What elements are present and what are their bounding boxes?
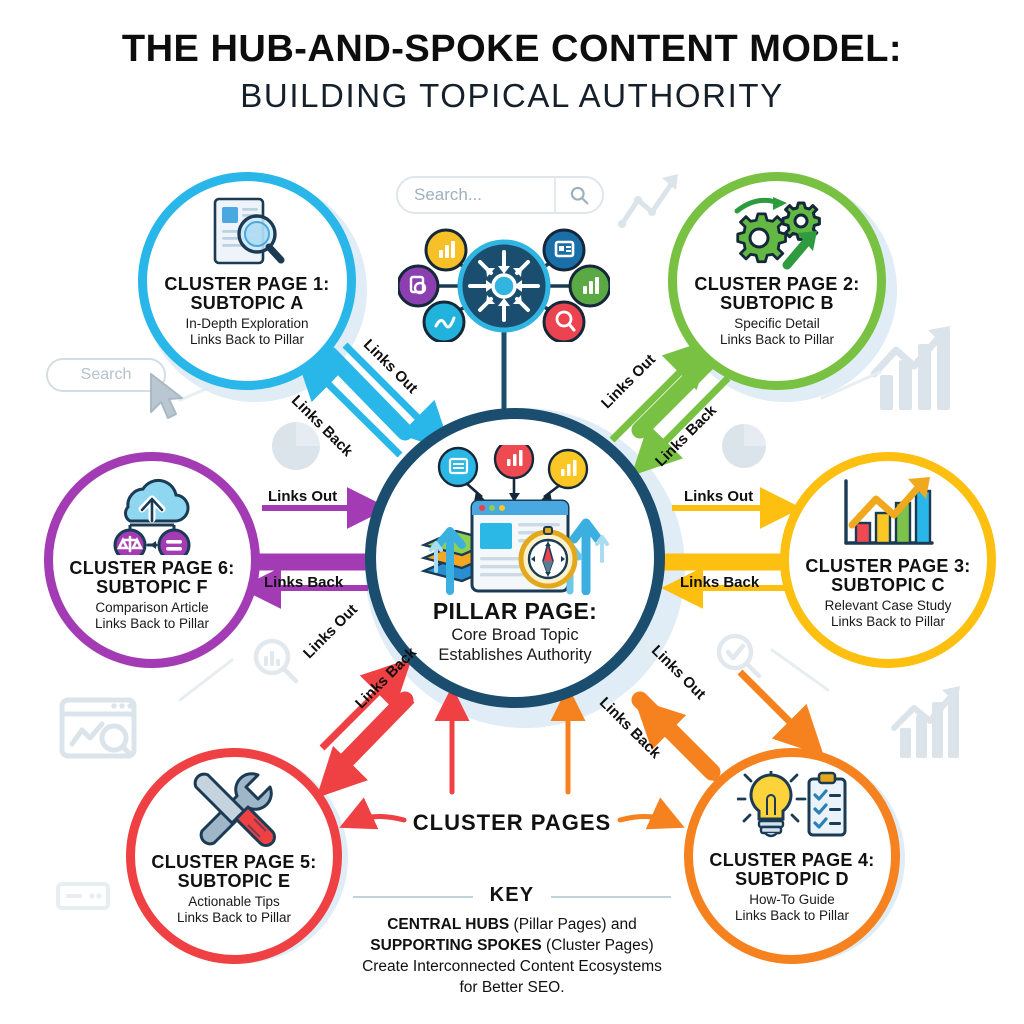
cluster-4-sub-2: Links Back to Pillar (734, 907, 850, 923)
key-text-1: (Pillar Pages) and (509, 916, 637, 933)
hub-network-node (398, 228, 610, 342)
cluster-4-sub-1: How-To Guide (749, 891, 835, 907)
cluster-5-sub-1: Actionable Tips (188, 893, 280, 909)
key-divider-right (550, 895, 671, 898)
key-line-4: for Better SEO. (459, 978, 565, 996)
cluster-page-3-node[interactable]: CLUSTER PAGE 3: SUBTOPIC C Relevant Case… (780, 452, 996, 668)
cluster-3-title-line-1: CLUSTER PAGE 3: (805, 556, 971, 576)
key-line-2: SUPPORTING SPOKES (Cluster Pages) (0, 936, 1024, 957)
satellite-doc-purple (398, 264, 440, 308)
key-divider-left (353, 895, 474, 898)
cluster-1-title-line-1: CLUSTER PAGE 1: (164, 274, 330, 294)
links-back-label-cluster-3: Links Back (680, 574, 760, 591)
key-bold-2: SUPPORTING SPOKES (370, 936, 542, 954)
pillar-page-node[interactable]: PILLAR PAGE: Core Broad Topic Establishe… (365, 408, 665, 708)
satellite-search-red (542, 300, 586, 342)
cluster-6-title-line-2: SUBTOPIC F (96, 576, 208, 597)
document-magnifier-icon (213, 197, 285, 265)
key-heading: KEY (489, 884, 535, 906)
cluster-2-title-line-1: CLUSTER PAGE 2: (694, 274, 860, 294)
key-section: KEY CENTRAL HUBS (Pillar Pages) and SUPP… (0, 884, 1024, 999)
wrench-screwdriver-icon (193, 772, 276, 847)
cluster-3-sub-1: Relevant Case Study (824, 597, 952, 613)
cluster-page-6-node[interactable]: CLUSTER PAGE 6: SUBTOPIC F Comparison Ar… (44, 452, 260, 668)
title-line-2: BUILDING TOPICAL AUTHORITY (240, 77, 784, 114)
key-heading-row: KEY (0, 884, 1024, 907)
cluster-3-title-line-2: SUBTOPIC C (831, 574, 945, 595)
cloud-scales-icon (113, 479, 191, 555)
cluster-page-5-node[interactable]: CLUSTER PAGE 5: SUBTOPIC E Actionable Ti… (126, 748, 342, 964)
lightbulb-checklist-icon (737, 771, 847, 838)
cluster-5-title-line-1: CLUSTER PAGE 5: (151, 852, 317, 872)
cluster-pages-label: CLUSTER PAGES (412, 810, 612, 835)
cluster-1-sub-2: Links Back to Pillar (189, 331, 305, 347)
links-back-label-cluster-6: Links Back (264, 574, 344, 591)
cluster-2-title-line-2: SUBTOPIC B (720, 292, 834, 313)
key-line-1: CENTRAL HUBS (Pillar Pages) and (0, 915, 1024, 936)
pillar-illustration-icon (420, 445, 609, 595)
key-text-2: (Cluster Pages) (541, 936, 654, 954)
cluster-4-title-line-2: SUBTOPIC D (735, 868, 849, 889)
cluster-2-sub-2: Links Back to Pillar (719, 331, 835, 347)
pillar-title: PILLAR PAGE: (432, 598, 598, 624)
cluster-page-2-node[interactable]: CLUSTER PAGE 2: SUBTOPIC B Specific Deta… (668, 172, 886, 390)
title-line-1: THE HUB-AND-SPOKE CONTENT MODEL: (121, 28, 903, 70)
links-out-label-cluster-6: Links Out (268, 488, 338, 505)
cluster-6-sub-2: Links Back to Pillar (94, 615, 210, 631)
key-bold-1: CENTRAL HUBS (387, 916, 510, 933)
cluster-5-title-line-2: SUBTOPIC E (177, 870, 291, 891)
cluster-2-sub-1: Specific Detail (734, 315, 820, 331)
gears-growth-icon (734, 197, 821, 270)
cluster-1-sub-1: In-Depth Exploration (185, 315, 309, 331)
cluster-6-title-line-1: CLUSTER PAGE 6: (69, 558, 235, 578)
pillar-sub-1: Core Broad Topic (451, 626, 579, 645)
key-line-3: Create Interconnected Content Ecosystems (362, 957, 662, 975)
search-icon[interactable] (554, 178, 602, 212)
cluster-1-title-line-2: SUBTOPIC A (190, 292, 304, 313)
cluster-5-sub-2: Links Back to Pillar (176, 909, 292, 925)
cursor-pointer-icon (150, 373, 183, 419)
search-input[interactable]: Search... (414, 185, 483, 204)
cluster-4-title-line-1: CLUSTER PAGE 4: (709, 850, 875, 870)
pillar-sub-2: Establishes Authority (438, 645, 592, 664)
ghost-search-label: Search (80, 366, 132, 383)
cluster-page-4-node[interactable]: CLUSTER PAGE 4: SUBTOPIC D How-To Guide … (684, 748, 900, 964)
cluster-6-sub-1: Comparison Article (95, 599, 209, 615)
links-out-label-cluster-3: Links Out (684, 488, 754, 505)
key-body: CENTRAL HUBS (Pillar Pages) and SUPPORTI… (0, 915, 1024, 999)
ghost-search-pill: Search (46, 358, 166, 392)
bar-chart-trend-icon (844, 477, 934, 545)
page-title: THE HUB-AND-SPOKE CONTENT MODEL: BUILDIN… (0, 28, 1024, 115)
cluster-3-sub-2: Links Back to Pillar (830, 613, 946, 629)
cluster-page-1-node[interactable]: CLUSTER PAGE 1: SUBTOPIC A In-Depth Expl… (138, 172, 356, 390)
search-bar[interactable]: Search... (396, 176, 604, 214)
